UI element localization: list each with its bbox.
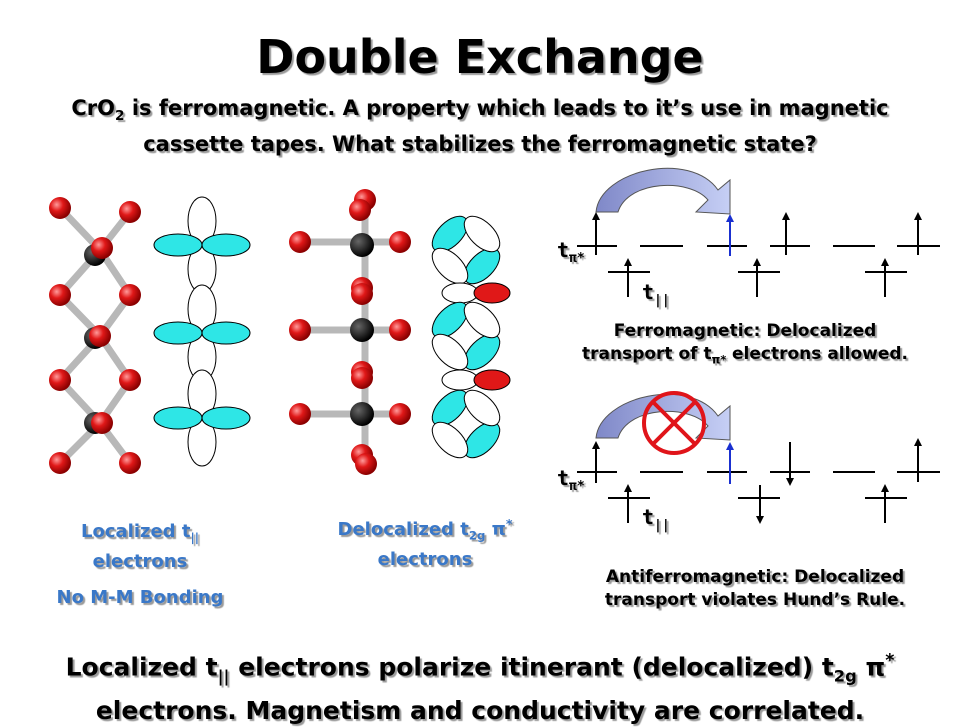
- ferro-hopping-arrow: [595, 167, 731, 215]
- tpi-label-text: t: [557, 466, 570, 490]
- ferro-caption-line1: Ferromagnetic: Delocalized: [613, 321, 877, 341]
- tpar-label-sub: ||: [654, 518, 670, 533]
- footer-pi: π: [856, 652, 886, 682]
- localized-label: Localized t|| electrons No M-M Bonding: [40, 520, 240, 610]
- localized-label-line1: Localized t||: [40, 520, 240, 550]
- tpar-label-text: t: [642, 505, 655, 529]
- tpi-label-sub: π*: [569, 479, 585, 494]
- ferro-caption-text: transport of t: [581, 344, 712, 364]
- subtitle: CrO2 is ferromagnetic. A property which …: [40, 94, 920, 158]
- tpi-label-text: t: [557, 238, 570, 262]
- tpar-label: t||: [642, 505, 670, 533]
- footer-text-mid: electrons polarize itinerant (delocalize…: [229, 652, 834, 682]
- footer-line2: electrons. Magnetism and conductivity ar…: [95, 696, 865, 726]
- forbidden-cross-icon: [642, 391, 706, 455]
- footer-sup: *: [885, 651, 895, 671]
- antiferro-energy-levels: [577, 442, 940, 523]
- footer-line1: Localized t|| electrons polarize itinera…: [10, 644, 950, 693]
- footer-statement: Localized t|| electrons polarize itinera…: [10, 644, 950, 728]
- ferro-caption-line2: transport of tπ* electrons allowed.: [540, 343, 950, 371]
- antiferro-caption: Antiferromagnetic: Delocalized transport…: [550, 566, 960, 612]
- page-title: Double Exchange: [256, 30, 704, 84]
- tpi-label: tπ*: [557, 238, 585, 266]
- localized-chain-structure: [49, 197, 141, 474]
- tpar-label-text: t: [642, 280, 655, 304]
- delocalized-label-text: Delocalized t: [337, 519, 469, 540]
- oxygen-atom: [49, 197, 141, 474]
- delocalized-label-line2: electrons: [377, 548, 473, 570]
- localized-label-text: Localized t: [81, 521, 191, 542]
- delocalized-label: Delocalized t2g π* electrons: [305, 512, 545, 572]
- spin-up-arrow: [592, 212, 922, 266]
- delocalized-label-sub: 2g: [468, 528, 486, 543]
- oxygen-atom: [289, 189, 411, 475]
- subtitle-text-rest: is ferromagnetic. A property which leads…: [124, 96, 889, 157]
- delocalized-chain-structure: [289, 189, 411, 475]
- antiferro-caption-line2: transport violates Hund’s Rule.: [604, 590, 906, 610]
- tpar-label: t||: [642, 280, 670, 308]
- footer-sub2: 2g: [833, 666, 857, 686]
- spin-arrow: [592, 438, 922, 524]
- delocalized-label-sup: *: [505, 516, 513, 531]
- localized-label-line2: electrons: [92, 550, 188, 572]
- tpi-label-sub: π*: [569, 251, 585, 266]
- localized-label-sub: ||: [190, 530, 199, 545]
- no-mm-bonding-label: No M-M Bonding: [56, 586, 224, 608]
- subtitle-text: CrO: [71, 96, 116, 120]
- ferro-caption: Ferromagnetic: Delocalized transport of …: [540, 320, 950, 371]
- ferro-caption-sub: π*: [711, 353, 727, 367]
- delocalized-orbitals: [431, 215, 511, 459]
- footer-text: Localized t: [65, 652, 218, 682]
- footer-sub: ||: [217, 666, 230, 686]
- antiferro-caption-line1: Antiferromagnetic: Delocalized: [605, 567, 905, 587]
- localized-d-orbitals: [153, 196, 251, 467]
- delocalized-label-line1: Delocalized t2g π*: [305, 512, 545, 548]
- ferro-caption-text-rest: electrons allowed.: [726, 344, 908, 364]
- delocalized-label-pi: π: [491, 519, 506, 540]
- tpi-label: tπ*: [557, 466, 585, 494]
- subtitle-subscript: 2: [115, 108, 125, 125]
- ferro-energy-levels: [577, 215, 940, 297]
- tpar-label-sub: ||: [654, 293, 670, 308]
